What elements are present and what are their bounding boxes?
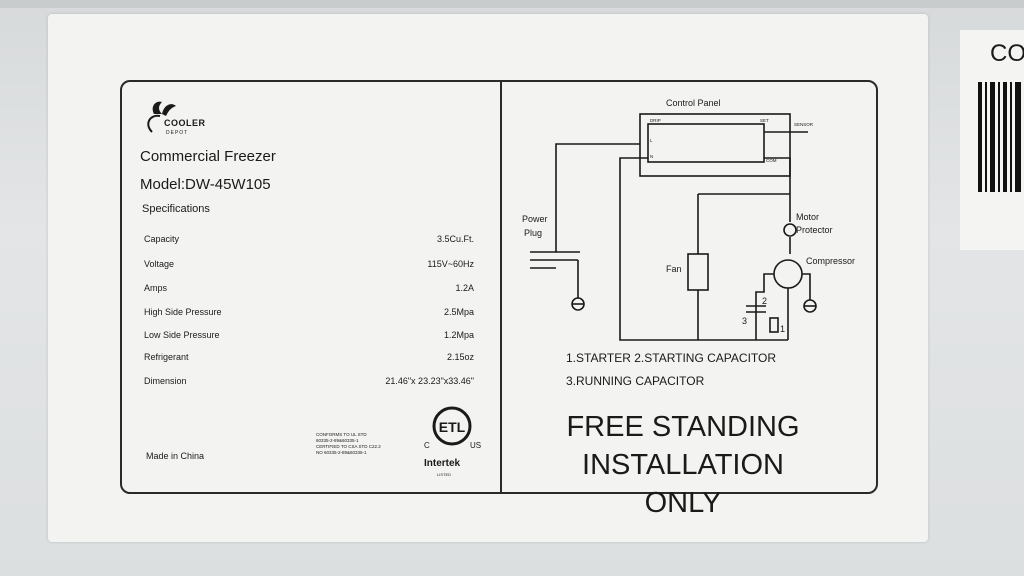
label-frame xyxy=(120,80,878,494)
notice-line: INSTALLATION ONLY xyxy=(582,449,784,519)
spec-label: Capacity xyxy=(144,234,180,244)
cert-line: 60335-2-89&60335-1 xyxy=(316,438,359,443)
label-divider xyxy=(500,82,502,492)
wiring-diagram: Control Panel DRIP SET SENSOR L N COM Po… xyxy=(522,98,855,341)
diagram-legend: 1.STARTER 2.STARTING CAPACITOR xyxy=(566,351,777,365)
spec-value: 1.2Mpa xyxy=(443,330,474,340)
spec-value: 1.2A xyxy=(455,283,474,293)
compressor xyxy=(773,259,803,289)
power-plug-label: Plug xyxy=(524,228,542,238)
brand-sub: DEPOT xyxy=(166,130,189,136)
motor-protector-label: Motor xyxy=(796,212,819,222)
appliance-seam xyxy=(0,0,1024,8)
fan-label: Fan xyxy=(666,264,682,274)
spec-label: Refrigerant xyxy=(144,352,189,362)
power-plug-label: Power xyxy=(522,214,548,224)
motor-protector-label: Protector xyxy=(796,225,833,235)
fan-box xyxy=(687,253,709,291)
motor-protector xyxy=(783,223,797,237)
diagram-legend: 3.RUNNING CAPACITOR xyxy=(566,374,705,388)
running-capacitor-number: 3 xyxy=(742,316,747,326)
brand-logo-icon xyxy=(147,101,176,133)
spec-label: Voltage xyxy=(144,259,175,269)
intertek-sub-label: LISTED xyxy=(437,472,452,477)
control-panel-label: Control Panel xyxy=(666,98,721,108)
starter-number: 1 xyxy=(780,324,785,334)
etl-listed-mark-icon: ETL C US xyxy=(424,406,481,450)
csa-c-text: C xyxy=(424,441,430,450)
spec-value: 115V~60Hz xyxy=(427,259,474,269)
spec-label: Low Side Pressure xyxy=(144,330,220,340)
controller-module xyxy=(647,123,765,163)
barcode-sticker-text: CO xyxy=(990,40,1024,67)
product-name: Commercial Freezer xyxy=(140,148,276,165)
spec-value: 2.5Mpa xyxy=(443,307,474,317)
spec-label: High Side Pressure xyxy=(144,307,222,317)
spec-value: 2.15oz xyxy=(446,352,474,362)
sensor-label: SENSOR xyxy=(794,122,814,127)
terminal-com-label: COM xyxy=(766,158,777,163)
spec-value: 3.5Cu.Ft. xyxy=(436,234,474,244)
control-panel-box xyxy=(639,113,791,177)
spec-label: Amps xyxy=(144,283,168,293)
cert-line: CONFORMS TO UL STD xyxy=(316,432,367,437)
spec-label: Dimension xyxy=(144,376,187,386)
barcode-icon xyxy=(978,82,1021,192)
csa-us-text: US xyxy=(470,441,481,450)
brand-name: COOLER xyxy=(164,118,206,128)
certification-text: CONFORMS TO UL STD 60335-2-89&60335-1 CE… xyxy=(316,432,406,456)
intertek-label: Intertek xyxy=(424,458,461,469)
cert-line: NO 60335-2-89&60335-1 xyxy=(316,450,367,455)
cert-line: CERTIFIED TO CSA STD C22.2 xyxy=(316,444,381,449)
terminal-label: SET xyxy=(760,118,769,123)
notice-line: FREE STANDING xyxy=(566,411,800,443)
model-number: Model:DW-45W105 xyxy=(140,176,271,193)
compressor-label: Compressor xyxy=(806,256,855,266)
made-in-label: Made in China xyxy=(146,451,205,461)
terminal-n-label: N xyxy=(650,154,653,159)
rating-sticker xyxy=(48,14,928,542)
installation-notice: FREE STANDING INSTALLATION ONLY xyxy=(540,408,826,522)
etl-mark-text: ETL xyxy=(439,419,466,435)
spec-value: 21.46"x 23.23"x33.46" xyxy=(385,376,474,386)
starting-capacitor-number: 2 xyxy=(762,296,767,306)
terminal-label: DRIP xyxy=(650,118,661,123)
terminal-l-label: L xyxy=(650,138,653,143)
specifications-heading: Specifications xyxy=(142,203,210,215)
